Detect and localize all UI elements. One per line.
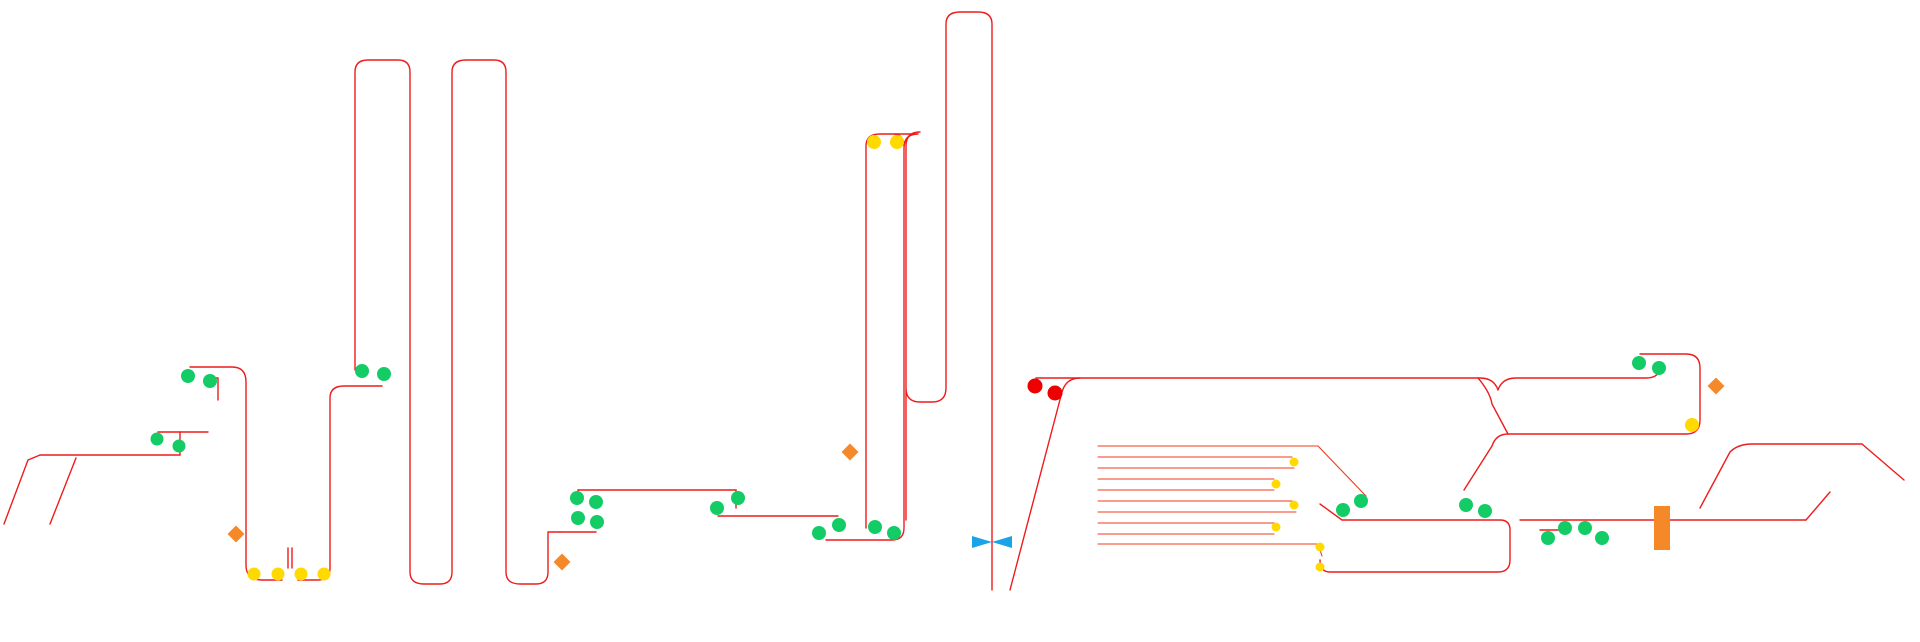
turnout-arrow-right-icon (972, 536, 992, 548)
track-left-diagonal-b (49, 457, 77, 525)
turnout-switch[interactable] (972, 536, 1012, 548)
track-right-diagonal-down (1805, 491, 1831, 521)
signal-clear-31[interactable] (1336, 503, 1350, 517)
signal-caution-30[interactable] (1315, 562, 1325, 572)
track-top-right-diagonal (1477, 377, 1509, 435)
signal-caution-26[interactable] (1271, 479, 1281, 489)
signal-clear-3[interactable] (150, 432, 164, 446)
signal-clear-41[interactable] (1595, 531, 1609, 545)
track-left-diagonal-a (3, 454, 41, 525)
signal-clear-13[interactable] (571, 511, 585, 525)
signal-stop-24[interactable] (1047, 385, 1063, 401)
signal-caution-7[interactable] (247, 567, 261, 581)
track-network (3, 11, 1905, 591)
signal-clear-36[interactable] (1652, 361, 1666, 375)
track-central-loop-right (905, 11, 993, 591)
signal-clear-16[interactable] (731, 491, 745, 505)
signal-clear-2[interactable] (203, 374, 217, 388)
marker-block-1[interactable] (1654, 506, 1670, 550)
track-central-loop (825, 133, 919, 541)
signal-caution-10[interactable] (317, 567, 331, 581)
track-main-diagonal (1009, 377, 1081, 591)
signal-clear-17[interactable] (812, 526, 826, 540)
signal-clear-11[interactable] (570, 491, 584, 505)
signal-clear-38[interactable] (1541, 531, 1555, 545)
track-bottom-loop-b (297, 385, 383, 581)
track-left-upper (189, 366, 273, 581)
signal-clear-35[interactable] (1632, 356, 1646, 370)
signal-caution-8[interactable] (271, 567, 285, 581)
signal-clear-15[interactable] (710, 501, 724, 515)
yard-fan (1097, 445, 1367, 557)
track-left-upper-b (209, 377, 219, 401)
markers (227, 377, 1725, 571)
signal-caution-25[interactable] (1289, 457, 1299, 467)
signal-stop-23[interactable] (1027, 378, 1043, 394)
signal-caution-28[interactable] (1271, 522, 1281, 532)
track-yard-ladder-b (1319, 503, 1343, 521)
track-bottom-stub (287, 547, 293, 569)
signal-caution-37[interactable] (1685, 418, 1699, 432)
signal-clear-6[interactable] (377, 367, 391, 381)
signal-caution-21[interactable] (867, 135, 881, 149)
signal-clear-5[interactable] (355, 364, 369, 378)
signal-caution-9[interactable] (294, 567, 308, 581)
marker-diamond-1[interactable] (227, 525, 245, 543)
signal-clear-32[interactable] (1354, 494, 1368, 508)
signal-caution-29[interactable] (1315, 542, 1325, 552)
signal-clear-40[interactable] (1578, 521, 1592, 535)
signal-clear-18[interactable] (832, 518, 846, 532)
signal-clear-1[interactable] (181, 369, 195, 383)
track-tall-loop-1 (354, 59, 561, 585)
signal-caution-27[interactable] (1289, 500, 1299, 510)
signal-clear-34[interactable] (1478, 504, 1492, 518)
signal-clear-4[interactable] (172, 439, 186, 453)
track-top-right-loop (1463, 353, 1701, 491)
track-yard-ladder (1319, 519, 1511, 573)
marker-diamond-2[interactable] (553, 553, 571, 571)
marker-diamond-4[interactable] (1707, 377, 1725, 395)
signal-clear-19[interactable] (868, 520, 882, 534)
signal-clear-20[interactable] (887, 526, 901, 540)
turnout-arrow-left-icon (992, 536, 1012, 548)
marker-diamond-3[interactable] (841, 443, 859, 461)
signal-clear-14[interactable] (590, 515, 604, 529)
signal-clear-12[interactable] (589, 495, 603, 509)
track-top-main (1035, 365, 1661, 391)
signal-clear-33[interactable] (1459, 498, 1473, 512)
signal-caution-22[interactable] (890, 135, 904, 149)
signals (150, 135, 1699, 581)
signal-clear-39[interactable] (1558, 521, 1572, 535)
track-right-diagonal-up (1699, 443, 1905, 509)
